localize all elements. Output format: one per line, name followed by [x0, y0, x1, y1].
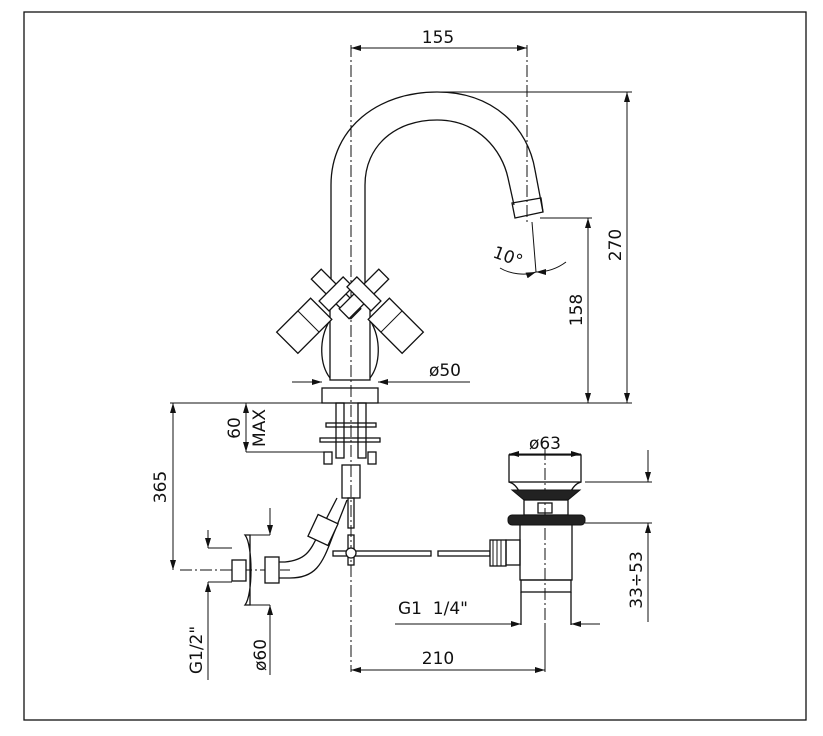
dim-waste-thread: G1 1/4"	[398, 599, 468, 619]
dim-waste-distance: 210	[422, 649, 454, 669]
popup-rod	[332, 534, 507, 567]
flexible-hose	[231, 497, 348, 606]
drawing-frame	[23, 11, 807, 721]
spout	[330, 91, 544, 300]
pop-up-waste	[505, 454, 586, 625]
dim-rosette-diameter: ø60	[251, 639, 271, 671]
dim-max-label: MAX	[250, 409, 270, 447]
dim-waste-cap-diameter: ø63	[529, 434, 561, 454]
dim-body-diameter: ø50	[429, 361, 461, 381]
dim-spout-height: 158	[567, 294, 587, 326]
dim-spout-angle: 10°	[490, 243, 525, 272]
dim-inlet-thread: G1/2"	[187, 626, 207, 674]
dim-max-deck: 60	[225, 417, 245, 439]
dim-waste-adjust: 33÷53	[627, 551, 647, 609]
dim-total-height: 270	[606, 229, 626, 261]
dim-spout-reach: 155	[422, 28, 454, 48]
dimension-lines	[170, 45, 652, 680]
fixing-kit	[319, 402, 381, 529]
left-cross-handle	[275, 268, 362, 355]
right-cross-handle	[338, 268, 425, 355]
dim-connection-length: 365	[151, 471, 171, 503]
